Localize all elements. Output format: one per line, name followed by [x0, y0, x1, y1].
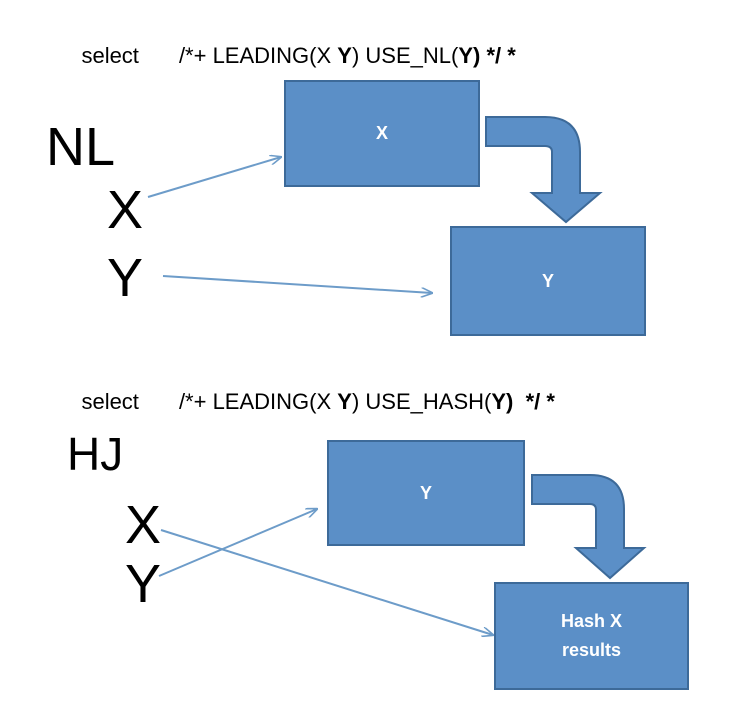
hj-sql-hint-bold1: Y: [337, 389, 352, 414]
nl-sql-hint-bold2: Y: [458, 43, 474, 68]
hj-row-y-label: Y: [125, 554, 162, 614]
nl-arrow-y-to-inner: [162, 275, 432, 293]
nl-sql-keyword: select: [81, 43, 139, 68]
nl-sql-hint-prefix: /*+ LEADING(X: [178, 43, 338, 68]
hj-sql-hint-prefix: /*+ LEADING(X: [178, 389, 338, 414]
nl-arrow-x-to-outer: [147, 157, 281, 198]
nl-sql-statement: select/*+ LEADING(X Y) USE_NL(Y) */ *: [57, 17, 516, 95]
nl-sql-hint-suffix: ) */ *: [473, 43, 516, 68]
hj-arrow-y-to-build: [158, 509, 317, 577]
hj-result-box-line2: results: [561, 640, 622, 660]
hj-row-x-label: X: [125, 495, 162, 555]
hj-sql-hint-suffix: ) */ *: [506, 389, 555, 414]
hj-sql-hint-bold2: Y: [491, 389, 507, 414]
hj-result-box: Hash X results: [494, 582, 689, 690]
hj-sql-keyword: select: [81, 389, 139, 414]
hj-block-arrow: [531, 474, 647, 580]
nl-inner-box: Y: [450, 226, 646, 336]
nl-row-x-label: X: [107, 180, 144, 240]
hj-sql-hint-middle: ) USE_HASH(: [351, 389, 492, 414]
nl-block-arrow: [485, 116, 603, 224]
nl-sql-hint-bold1: Y: [337, 43, 352, 68]
nl-outer-box: X: [284, 80, 480, 187]
hj-sql-statement: select/*+ LEADING(X Y) USE_HASH(Y) */ *: [57, 363, 555, 441]
hj-build-box: Y: [327, 440, 525, 546]
hj-method-label: HJ: [67, 428, 124, 480]
nl-row-y-label: Y: [107, 248, 144, 308]
nl-method-label: NL: [46, 117, 116, 177]
nl-sql-hint-middle: ) USE_NL(: [351, 43, 459, 68]
hj-arrow-x-to-result: [160, 529, 493, 635]
hj-result-box-line1: Hash X: [560, 611, 623, 632]
